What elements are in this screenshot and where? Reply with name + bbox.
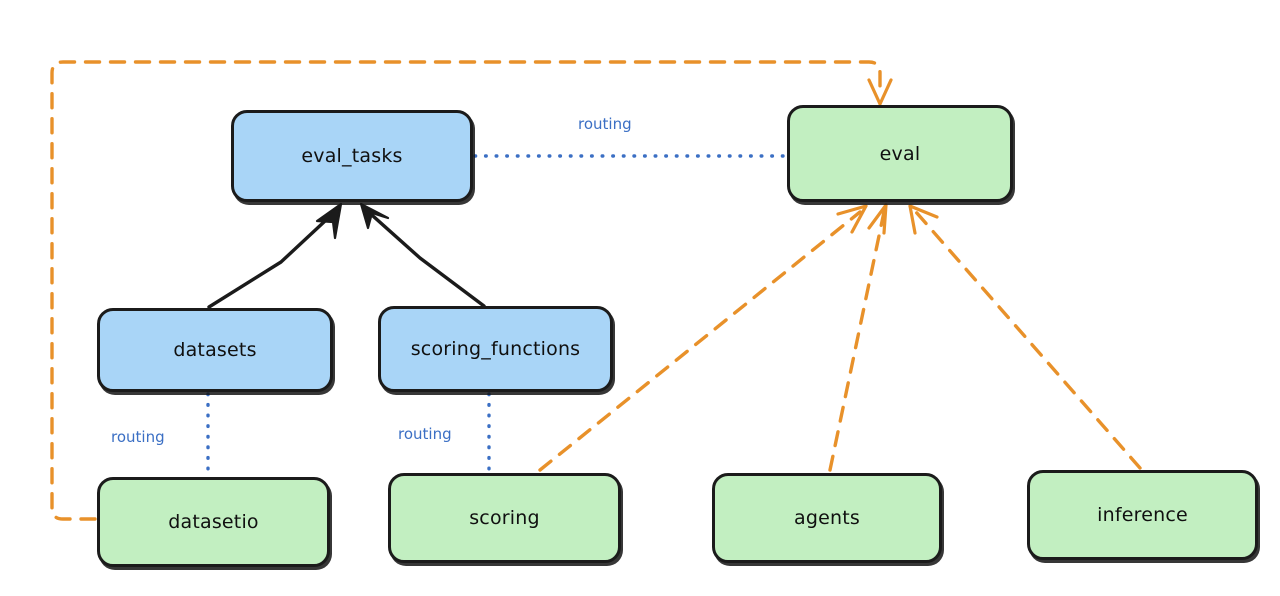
edge-agents-eval [828,203,888,472]
node-eval[interactable]: eval [787,105,1013,202]
edge-scoring-eval [538,204,868,472]
node-label: eval_tasks [301,145,403,167]
edge-datasetio-eval [50,60,893,521]
node-label: datasetio [168,511,259,533]
node-label: scoring [469,507,540,529]
edge-scoring_functions-eval_tasks [359,202,486,308]
node-scoring-functions[interactable]: scoring_functions [378,306,613,392]
node-agents[interactable]: agents [712,473,942,563]
node-inference[interactable]: inference [1027,470,1258,560]
edge-label-routing-datasets-datasetio: routing [111,428,165,446]
edge-inference-eval [908,204,1142,470]
edge-datasets-eval_tasks [207,202,343,309]
node-eval-tasks[interactable]: eval_tasks [231,110,473,202]
node-datasetio[interactable]: datasetio [97,477,330,567]
edge-label-routing-scoring-functions-scoring: routing [398,425,452,443]
node-label: eval [879,142,921,165]
node-label: datasets [173,339,257,361]
node-label: scoring_functions [410,338,581,360]
node-label: inference [1097,504,1188,526]
node-datasets[interactable]: datasets [97,308,333,392]
node-scoring[interactable]: scoring [388,473,621,563]
edge-label-routing-eval-tasks-eval: routing [578,115,632,133]
node-label: agents [794,507,860,529]
